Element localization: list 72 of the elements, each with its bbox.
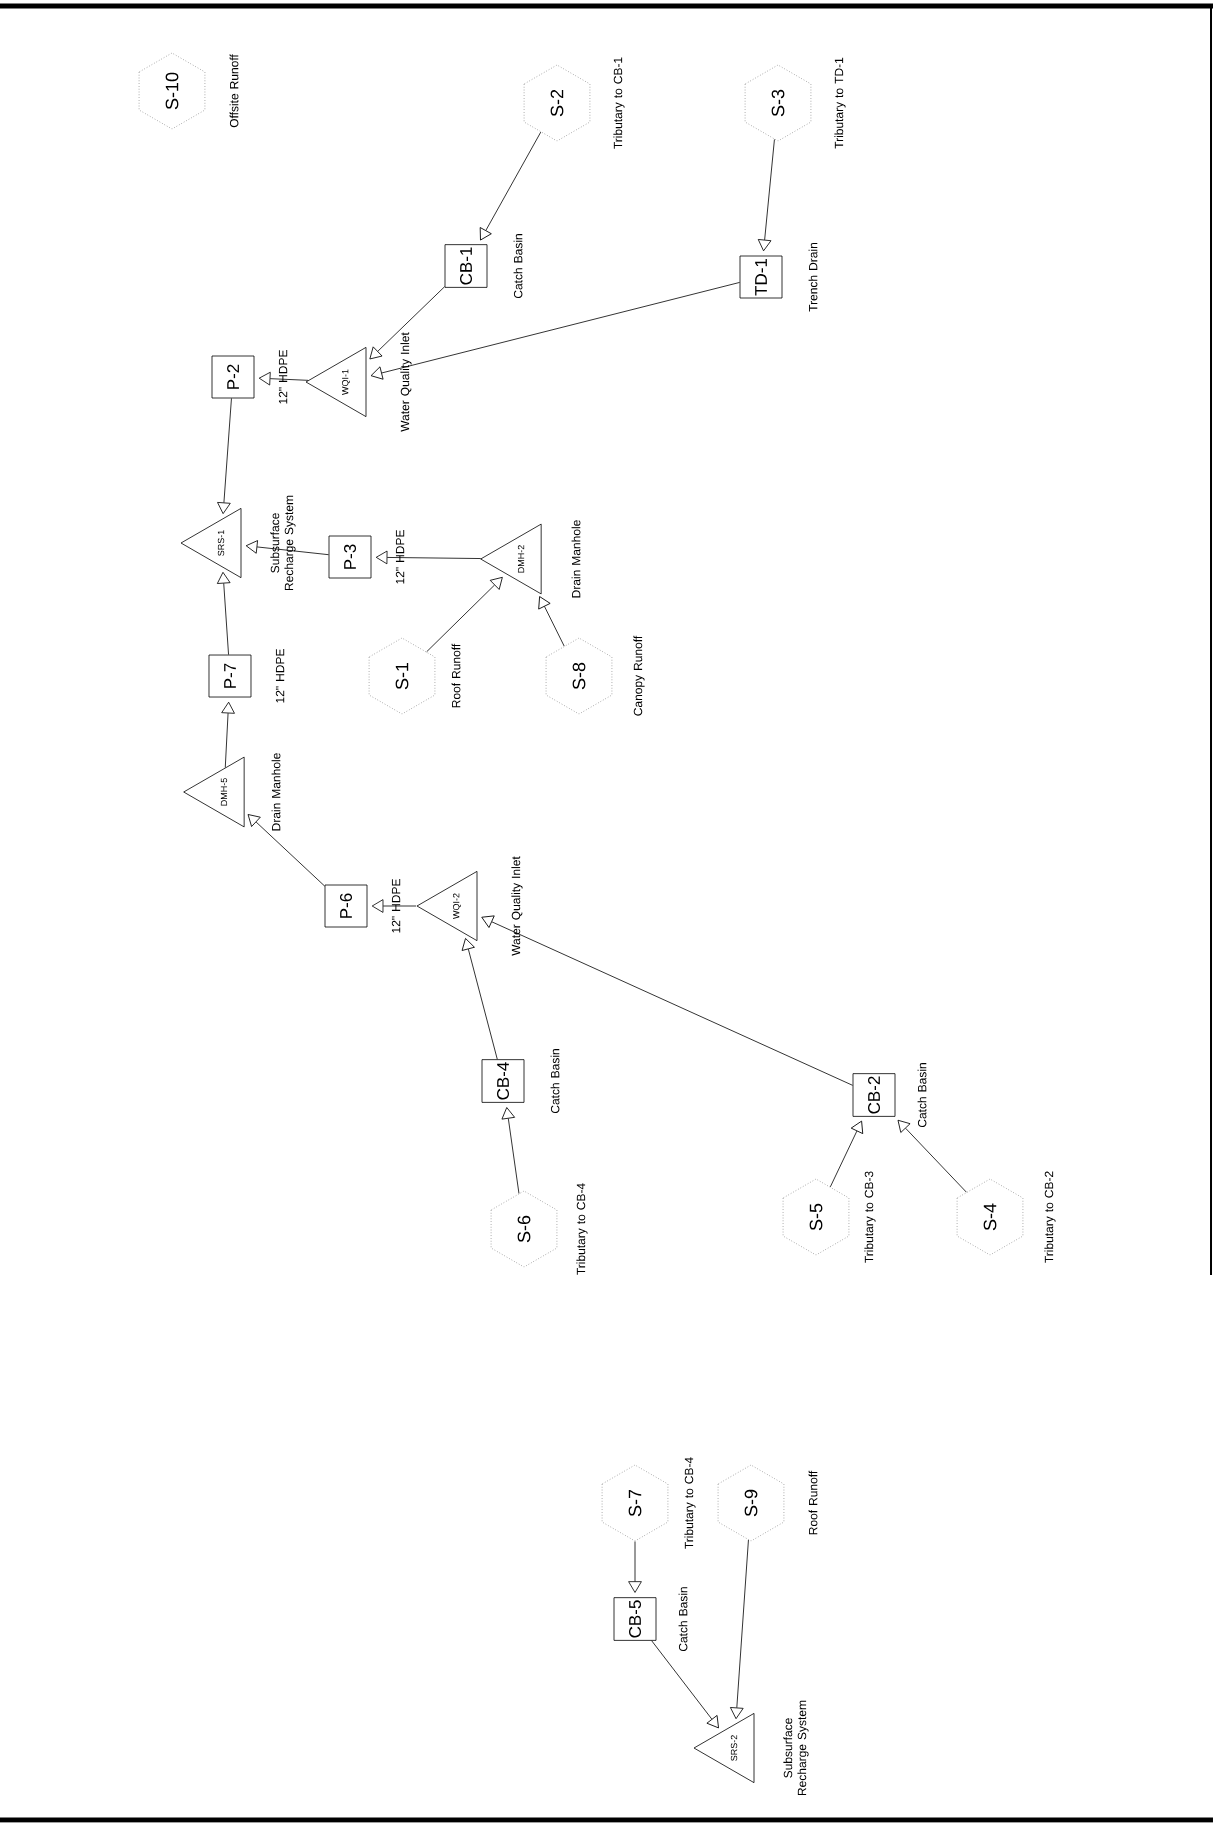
node-caption: 12" HDPE [395, 530, 405, 584]
node-caption: Offsite Runoff [229, 54, 239, 128]
node-caption: Drain Manhole [571, 520, 581, 598]
triangle-node: WQI-2 [416, 870, 478, 942]
node-caption: Tributary to CB-2 [1044, 1171, 1056, 1263]
arrow [628, 1541, 642, 1593]
arrow [221, 701, 235, 768]
hexagon-node: S-8 [545, 637, 613, 715]
arrow [757, 139, 775, 252]
hexagon-node: S-6 [490, 1190, 558, 1268]
hexagon-node: S-1 [368, 637, 436, 715]
node-caption: Tributary to CB-1 [613, 57, 625, 149]
arrow [897, 1119, 967, 1193]
arrow [426, 576, 503, 653]
arrow [217, 398, 232, 515]
arrow [538, 596, 565, 647]
arrow [375, 550, 482, 565]
arrow [245, 540, 329, 556]
node-caption: 12" HDPE [275, 649, 285, 703]
node-caption: Canopy Runoff [633, 635, 645, 716]
arrow [258, 371, 309, 386]
node-caption: Roof Runoff [451, 643, 461, 708]
arrow [371, 899, 417, 913]
hexagon-node: S-4 [956, 1178, 1024, 1256]
node-caption: Catch Basin [917, 1063, 927, 1128]
square-node: CB-1 [444, 244, 488, 288]
node-caption: Drain Manhole [271, 753, 281, 831]
node-caption: Tributary to CB-3 [864, 1171, 876, 1263]
arrow [369, 286, 445, 360]
square-node: CB-2 [852, 1073, 896, 1117]
node-caption: Catch Basin [550, 1049, 560, 1114]
hexagon-node: S-5 [782, 1178, 850, 1256]
hexagon-node: S-10 [138, 52, 206, 130]
square-node: P-2 [211, 355, 255, 399]
node-caption: Trench Drain [808, 243, 818, 312]
node-caption: Water Quality Inlet [511, 856, 523, 956]
square-node: CB-5 [613, 1597, 657, 1641]
node-caption: 12" HDPE [278, 350, 288, 404]
arrow [501, 1107, 520, 1194]
node-caption: Roof Runoff [808, 1470, 818, 1535]
arrow [461, 938, 498, 1060]
arrow [370, 282, 740, 380]
arrow [479, 131, 542, 241]
node-caption: Tributary to CB-4 [576, 1183, 588, 1275]
node-caption: Subsurface Recharge System [783, 1700, 809, 1796]
hexagon-node: S-9 [717, 1464, 785, 1542]
node-caption: Tributary to CB-4 [684, 1457, 696, 1549]
hexagon-node: S-7 [601, 1464, 669, 1542]
triangle-node: DMH-2 [480, 523, 542, 595]
node-caption: 12" HDPE [391, 879, 401, 933]
arrow [829, 1120, 864, 1188]
arrow [216, 571, 231, 655]
square-node: TD-1 [739, 255, 783, 299]
node-caption: Catch Basin [678, 1587, 688, 1652]
square-node: CB-4 [481, 1059, 525, 1103]
square-node: P-7 [208, 654, 252, 698]
arrow [247, 814, 325, 887]
triangle-node: SRS-2 [693, 1713, 755, 1784]
hexagon-node: S-2 [523, 64, 591, 142]
square-node: P-3 [328, 535, 372, 579]
triangle-node: DMH-5 [183, 756, 245, 828]
node-caption: Water Quality Inlet [400, 332, 412, 432]
arrow [481, 915, 853, 1086]
hexagon-node: S-3 [744, 64, 812, 142]
arrow [730, 1539, 749, 1720]
triangle-node: SRS-1 [180, 507, 242, 579]
arrow [651, 1640, 719, 1729]
square-node: P-6 [324, 884, 368, 928]
triangle-node: WQI-1 [305, 346, 367, 418]
node-caption: Tributary to TD-1 [834, 57, 846, 149]
node-caption: Subsurface Recharge System [270, 495, 296, 591]
node-caption: Catch Basin [513, 234, 523, 299]
